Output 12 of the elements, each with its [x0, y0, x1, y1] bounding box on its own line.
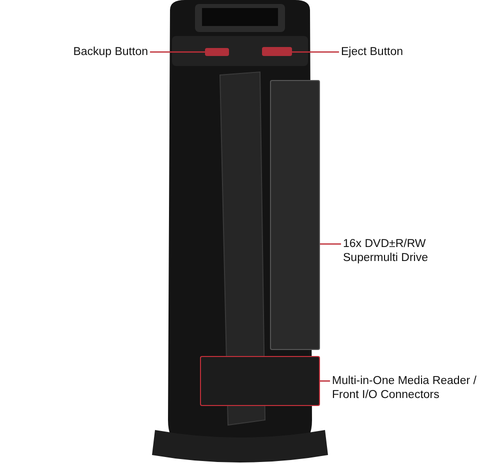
- leader-line: [320, 380, 330, 382]
- leader-line: [320, 243, 341, 245]
- backup-button: [205, 48, 229, 56]
- callout-label: 16x DVD±R/RW Supermulti Drive: [343, 237, 483, 265]
- callout-label: Multi-in-One Media Reader / Front I/O Connectors: [332, 374, 497, 402]
- leader-line: [150, 51, 205, 53]
- callout-label: Backup Button: [40, 45, 148, 59]
- leader-line: [292, 51, 339, 53]
- optical-drive: [270, 80, 320, 350]
- eject-button: [262, 47, 292, 56]
- media-reader-panel: [200, 356, 320, 406]
- callout-label: Eject Button: [341, 45, 461, 59]
